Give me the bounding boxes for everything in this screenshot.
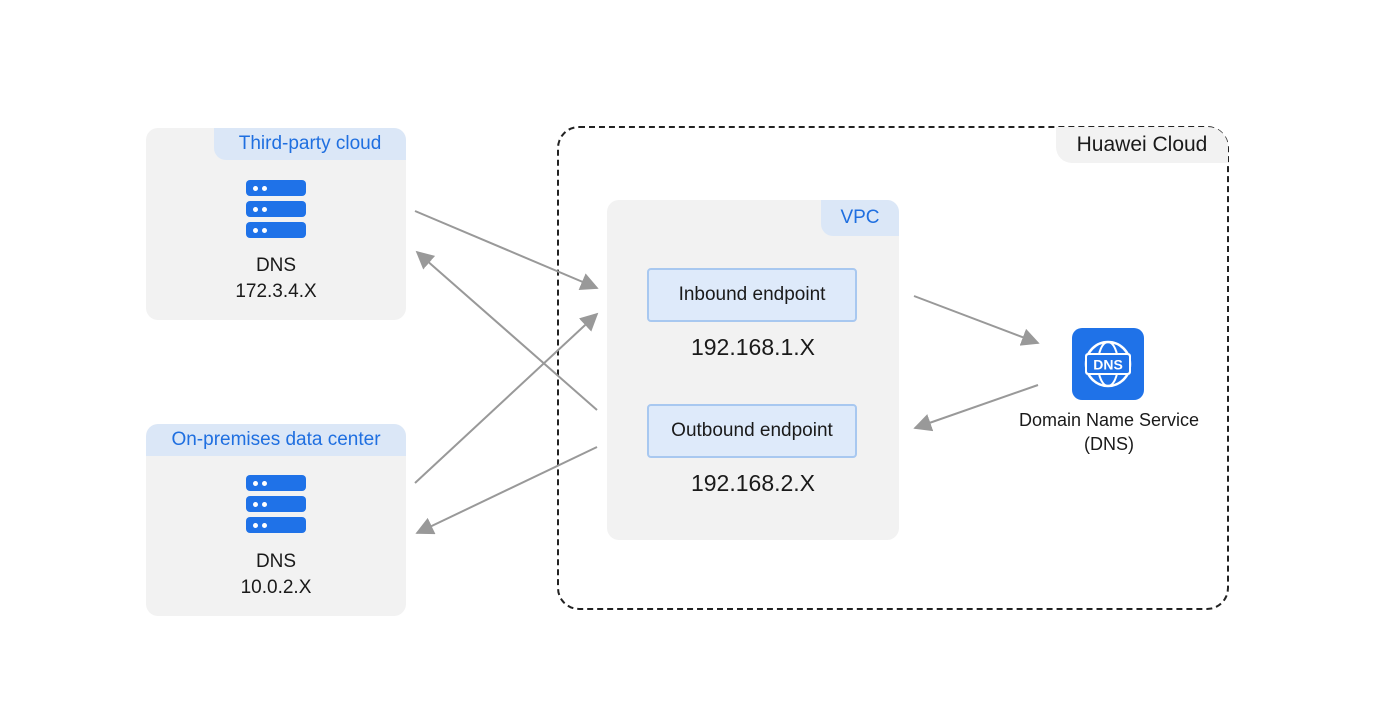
- arrow-thirdparty-to-vpc: [414, 210, 599, 290]
- dns-service-label: Domain Name Service (DNS): [1004, 408, 1214, 456]
- onprem-datacenter-panel: On-premises data center DNS 10.0.2.X: [146, 424, 406, 616]
- dns-server-icon: [246, 180, 308, 243]
- third-party-dns-ip: 172.3.4.X: [235, 281, 317, 302]
- third-party-dns-name: DNS: [255, 255, 297, 276]
- dns-service-label-line1: Domain Name Service: [1018, 410, 1200, 430]
- dns-globe-icon: DNS: [1072, 328, 1144, 400]
- dns-server-icon: [246, 475, 308, 538]
- dns-icon-text: DNS: [1093, 357, 1123, 373]
- outbound-endpoint-ip: 192.168.2.X: [690, 470, 816, 496]
- outbound-endpoint-label: Outbound endpoint: [671, 420, 833, 441]
- arrow-vpc-to-onprem: [415, 446, 598, 535]
- huawei-cloud-tag: Huawei Cloud: [1056, 127, 1228, 163]
- third-party-cloud-panel: Third-party cloud DNS 172.3.4.X: [146, 128, 406, 320]
- vpc-tag: VPC: [821, 200, 899, 236]
- vpc-panel: VPC Inbound endpoint 192.168.1.X Outboun…: [607, 200, 899, 540]
- onprem-dns-name: DNS: [255, 551, 297, 572]
- inbound-endpoint-box: Inbound endpoint: [647, 268, 857, 322]
- onprem-datacenter-tag: On-premises data center: [146, 424, 406, 456]
- inbound-endpoint-ip: 192.168.1.X: [690, 334, 816, 360]
- outbound-endpoint-box: Outbound endpoint: [647, 404, 857, 458]
- third-party-cloud-tag: Third-party cloud: [214, 128, 406, 160]
- inbound-endpoint-label: Inbound endpoint: [678, 284, 826, 305]
- arrow-dns-to-outbound: [913, 384, 1039, 432]
- arrow-vpc-to-thirdparty: [415, 250, 598, 411]
- huawei-cloud-boundary: Huawei Cloud: [557, 126, 1229, 610]
- arrow-inbound-to-dns: [913, 295, 1040, 346]
- arrow-onprem-to-vpc: [414, 312, 599, 484]
- dns-service-label-line2: (DNS): [1084, 434, 1134, 454]
- onprem-dns-ip: 10.0.2.X: [240, 577, 312, 598]
